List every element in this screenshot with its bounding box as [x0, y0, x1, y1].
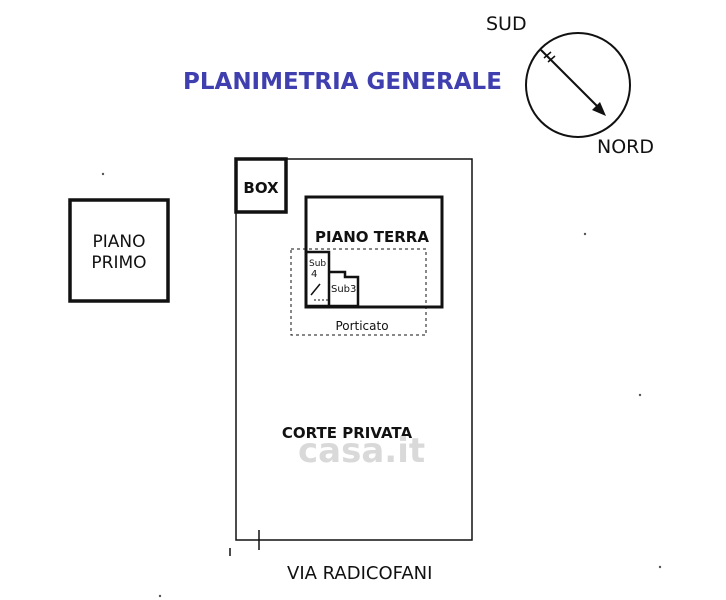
compass: SUD NORD: [486, 13, 654, 158]
sub3-outline: [329, 270, 360, 308]
speck: [658, 565, 662, 569]
sub3-unit: Sub3: [329, 270, 360, 308]
compass-south-label: SUD: [486, 13, 527, 35]
lot-boundary: [235, 158, 473, 541]
speck: [158, 594, 162, 598]
stair-arrow-icon: [310, 283, 321, 296]
piano-primo: PIANO PRIMO: [68, 198, 170, 303]
piano-primo-label-line1: PIANO: [93, 232, 146, 252]
porticato-label: Porticato: [335, 319, 388, 333]
sub3-label: Sub3: [331, 284, 356, 295]
sub4-label-line1: Sub: [309, 259, 326, 269]
corte-privata-label: CORTE PRIVATA: [282, 424, 413, 442]
sub4-outline: [306, 250, 331, 308]
watermark: casa.it: [298, 431, 425, 471]
sub4-unit: Sub 4: [306, 250, 331, 308]
compass-circle: [525, 32, 631, 138]
page-title: PLANIMETRIA GENERALE: [183, 69, 502, 95]
speck: [638, 393, 642, 397]
box-garage: BOX: [234, 157, 288, 214]
sub4-label-line2: 4: [311, 269, 317, 280]
porticato-outline: [290, 248, 427, 336]
street-label: VIA RADICOFANI: [287, 563, 432, 584]
piano-primo-label-line2: PRIMO: [91, 253, 146, 273]
box-label: BOX: [243, 179, 279, 197]
piano-primo-outline: [68, 198, 170, 303]
speck: [101, 172, 105, 176]
compass-arrow: [540, 49, 604, 113]
speck: [583, 232, 587, 236]
compass-tick: [543, 51, 552, 59]
piano-terra-label: PIANO TERRA: [315, 228, 429, 246]
compass-tick: [547, 55, 556, 63]
box-outline: [234, 157, 288, 214]
compass-north-label: NORD: [597, 136, 654, 158]
compass-arrow-head-icon: [592, 102, 606, 116]
